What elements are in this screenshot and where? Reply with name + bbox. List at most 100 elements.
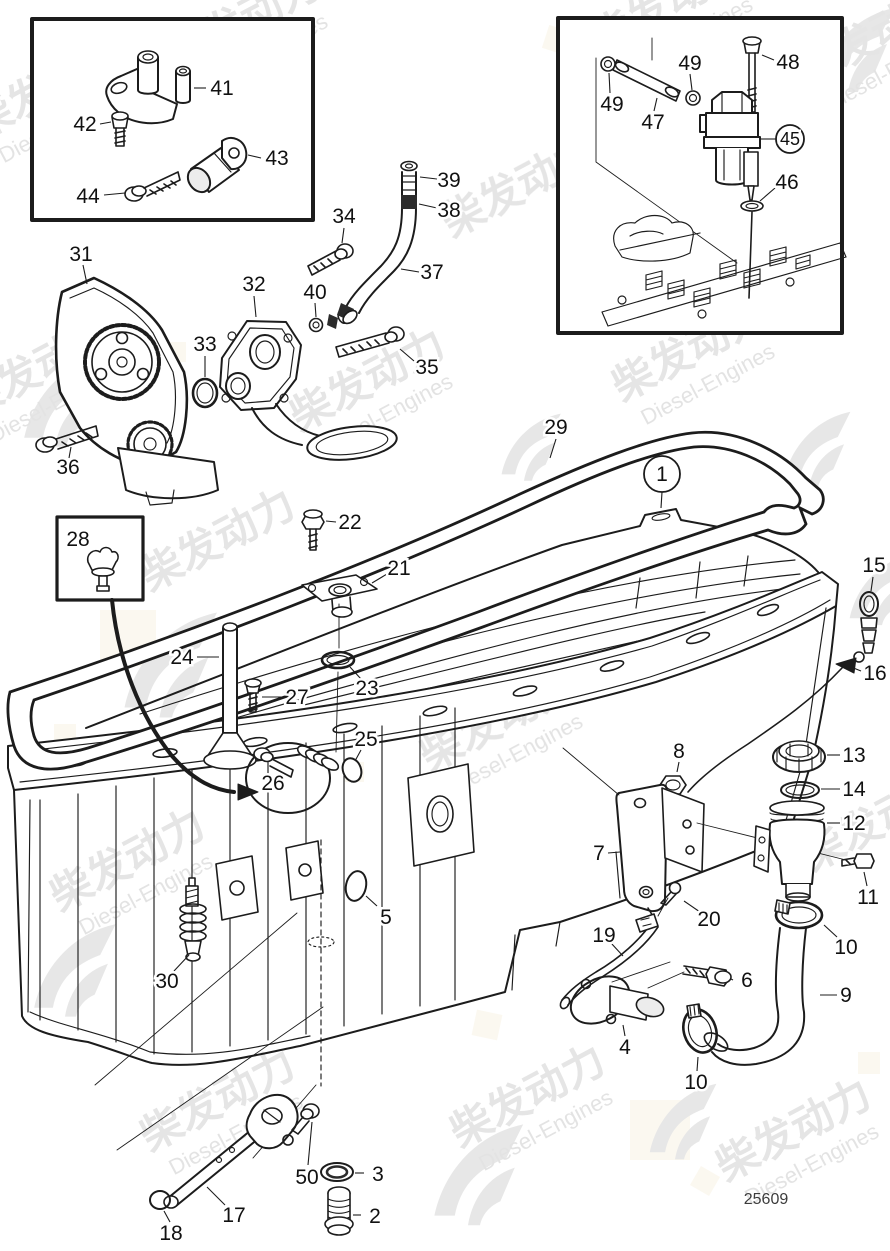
callout-14: 14 — [842, 778, 866, 801]
callout-43: 43 — [265, 147, 288, 170]
callout-49a: 49 — [678, 52, 701, 75]
part-48-bolt — [742, 36, 762, 113]
part-9-hose — [703, 927, 807, 1066]
callout-6: 6 — [741, 969, 753, 992]
part-11-bolt — [841, 853, 875, 869]
dipstick-cable — [687, 667, 843, 793]
callout-19: 19 — [592, 924, 615, 947]
callout-20: 20 — [697, 908, 720, 931]
part-2-drain-plug — [324, 1186, 354, 1236]
part-14-o-ring — [780, 781, 820, 799]
part-35-bolt — [335, 326, 405, 358]
part-36-bolt — [35, 425, 99, 453]
callout-41: 41 — [210, 77, 233, 100]
callout-12: 12 — [842, 812, 865, 835]
part-13-filler-cap — [772, 740, 826, 773]
callout-36: 36 — [56, 456, 79, 479]
callout-38: 38 — [437, 199, 460, 222]
part-12-filler-neck — [753, 800, 826, 902]
callout-17: 17 — [222, 1204, 245, 1227]
part-17-suction-pipe — [163, 1093, 299, 1209]
callout-37: 37 — [420, 261, 443, 284]
part-10-hose-clamp-upper — [774, 899, 824, 930]
part-28-clip — [86, 546, 119, 592]
bottom-parts — [149, 1093, 354, 1236]
callout-13: 13 — [842, 744, 865, 767]
callout-28: 28 — [66, 528, 89, 551]
callout-1-circled: 1 — [643, 455, 681, 493]
part-41-bracket — [105, 50, 191, 125]
clip-kit-28 — [55, 515, 259, 801]
callout-39: 39 — [437, 169, 460, 192]
part-26-pickup-plate — [245, 742, 363, 814]
callout-15: 15 — [862, 554, 885, 577]
callout-23: 23 — [355, 677, 378, 700]
callout-45-circled: 45 — [775, 124, 805, 154]
inset-box-pump-drive-kit — [556, 16, 847, 335]
callout-44: 44 — [76, 185, 100, 208]
svg-text:45: 45 — [780, 129, 800, 149]
callout-29: 29 — [544, 416, 567, 439]
callout-16: 16 — [863, 662, 886, 685]
callout-2: 2 — [369, 1205, 381, 1228]
leader-arrow-icon — [237, 783, 259, 801]
part-20-bolt — [660, 881, 682, 906]
part-31-oil-pump — [54, 276, 219, 506]
part-33-seal-ring — [191, 377, 219, 409]
pan-mounted-parts — [94, 509, 378, 1159]
part-23-o-ring — [320, 650, 356, 670]
callout-24: 24 — [170, 646, 194, 669]
part-7-bracket — [562, 747, 847, 919]
callouts: 41 42 43 44 49 48 49 47 45 46 31 34 39 3… — [54, 49, 889, 1248]
part-27-bolt — [244, 678, 262, 713]
part-38-seal-band — [401, 195, 417, 209]
part-50-bolt — [291, 1103, 320, 1135]
part-42-bolt — [111, 111, 129, 147]
part-4-outlet-flange — [569, 961, 685, 1025]
callout-33: 33 — [193, 333, 216, 356]
part-37-oil-pipe — [337, 160, 418, 325]
callout-48: 48 — [776, 51, 799, 74]
callout-22: 22 — [338, 511, 361, 534]
callout-47: 47 — [641, 111, 664, 134]
callout-31: 31 — [69, 243, 92, 266]
inset-box-bracket-kit — [30, 17, 315, 222]
part-21-cover-plate — [301, 574, 378, 618]
dipstick-arrow-icon — [835, 657, 857, 674]
svg-text:1: 1 — [656, 463, 668, 486]
part-6-bolt — [682, 965, 732, 987]
part-34-bolt — [307, 243, 354, 276]
part-47-shaft — [600, 56, 701, 106]
callout-3: 3 — [372, 1163, 384, 1186]
callout-9: 9 — [840, 984, 852, 1007]
callout-32: 32 — [242, 273, 265, 296]
part-46-washer — [740, 200, 764, 212]
callout-21: 21 — [387, 557, 410, 580]
part-44-bolt — [124, 171, 181, 202]
callout-50: 50 — [295, 1166, 318, 1189]
callout-4: 4 — [619, 1036, 631, 1059]
callout-8: 8 — [673, 740, 685, 763]
part-15-dipstick — [687, 591, 879, 793]
callout-35: 35 — [415, 356, 438, 379]
drawing-number: 25609 — [744, 1191, 789, 1208]
callout-34: 34 — [332, 205, 356, 228]
callout-42: 42 — [73, 113, 96, 136]
part-10-hose-clamp-lower — [682, 1003, 718, 1054]
part-43-valve — [186, 137, 248, 194]
part-32-pump-housing — [219, 320, 398, 461]
callout-11: 11 — [857, 886, 879, 909]
part-19-drain-pipe — [559, 881, 682, 1010]
oil-pump-assembly — [35, 160, 418, 506]
callout-25: 25 — [354, 728, 377, 751]
callout-27: 27 — [285, 686, 308, 709]
callout-7: 7 — [593, 842, 605, 865]
callout-40: 40 — [303, 281, 326, 304]
part-39-connector — [400, 160, 418, 172]
part-22-bolt — [301, 509, 325, 551]
callout-10a: 10 — [834, 936, 857, 959]
right-side-parts — [559, 591, 879, 1066]
callout-49b: 49 — [600, 93, 623, 116]
